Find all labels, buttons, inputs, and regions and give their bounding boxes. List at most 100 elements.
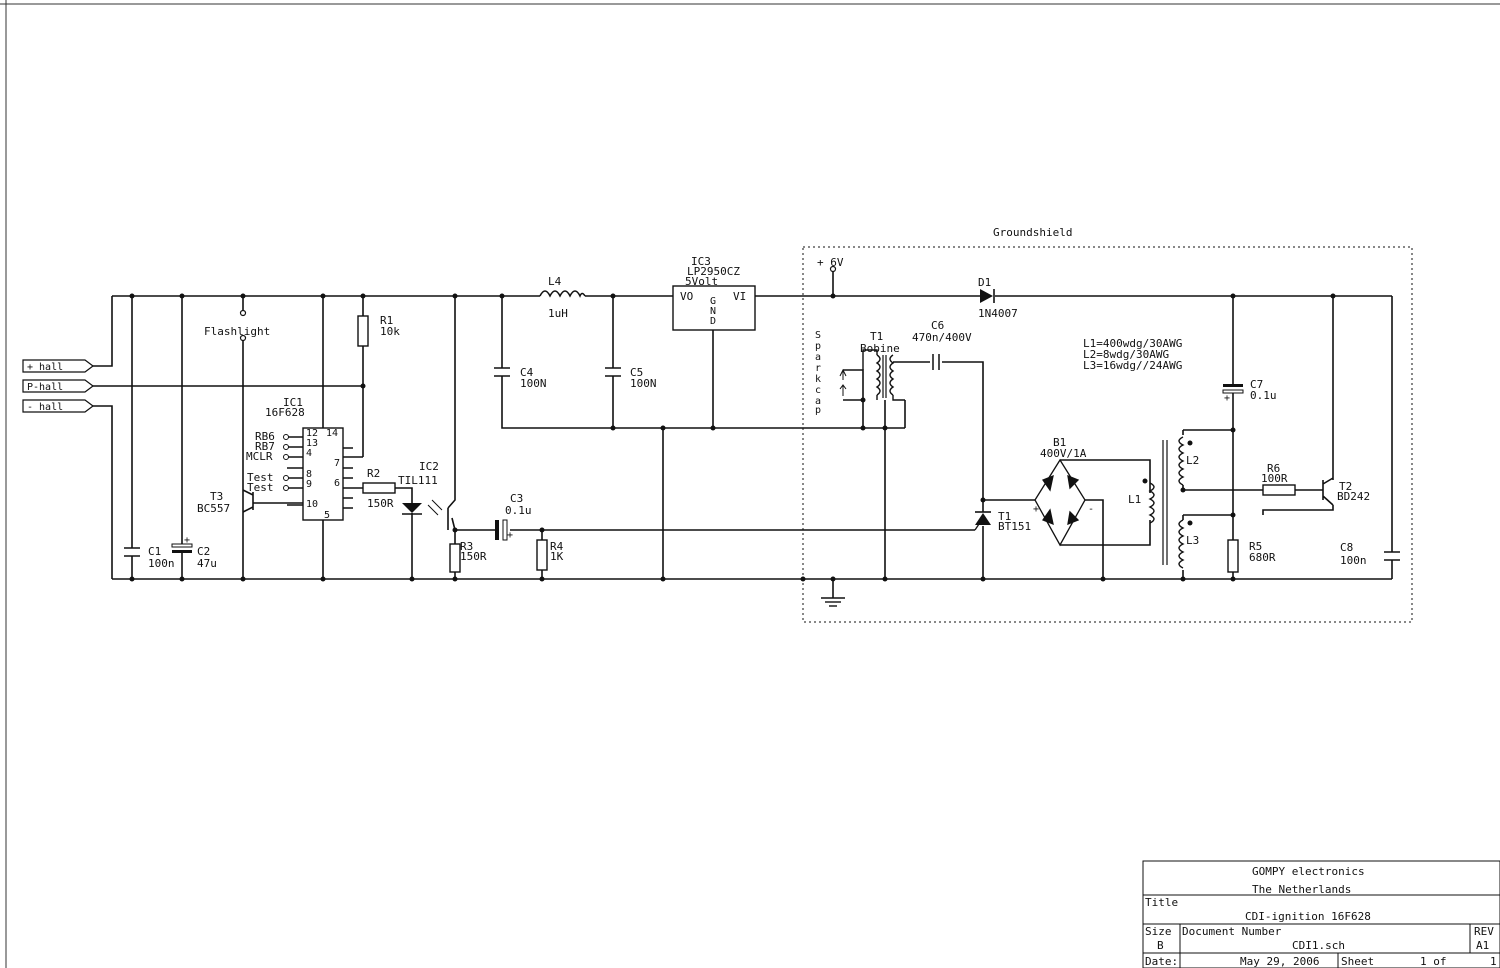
t3-label: T3: [210, 490, 223, 503]
svg-text:C5: C5: [630, 366, 643, 379]
svg-text:+: +: [1224, 393, 1230, 404]
svg-text:1 of: 1 of: [1420, 955, 1447, 968]
svg-text:47u: 47u: [197, 557, 217, 570]
junctions: [129, 293, 1336, 582]
svg-text:R1: R1: [380, 314, 393, 327]
svg-text:100n: 100n: [1340, 554, 1367, 567]
svg-text:+: +: [1033, 504, 1039, 515]
diode-d1: [980, 289, 995, 303]
svg-text:IC1: IC1: [283, 396, 303, 409]
svg-text:BT151: BT151: [998, 520, 1031, 533]
svg-text:100R: 100R: [1261, 472, 1288, 485]
svg-text:150R: 150R: [460, 550, 487, 563]
company-name: GOMPY electronics: [1252, 865, 1365, 878]
svg-text:Test: Test: [247, 471, 274, 484]
svg-text:S: S: [815, 330, 821, 341]
ic1-chip: [302, 427, 344, 521]
svg-text:r: r: [815, 363, 821, 374]
svg-text:100N: 100N: [520, 377, 547, 390]
coil-transformer: [1142, 436, 1193, 569]
svg-text:-: -: [1088, 504, 1094, 515]
connector-p-hall: P-hall: [22, 379, 94, 393]
svg-text:9: 9: [306, 479, 312, 490]
transformer-t1: [862, 349, 905, 401]
svg-text:1N4007: 1N4007: [978, 307, 1018, 320]
svg-text:T1: T1: [998, 510, 1011, 523]
svg-text:L3: L3: [1186, 534, 1199, 547]
groundshield-label: Groundshield: [993, 226, 1072, 239]
svg-text:R4: R4: [550, 540, 564, 553]
svg-text:R3: R3: [460, 540, 473, 553]
bridge-rectifier-b1: [1034, 458, 1086, 547]
ic1-pins: 12 14 13 4 8 9 10 7 6 5: [283, 428, 353, 521]
svg-text:a: a: [815, 396, 821, 407]
svg-text:p: p: [815, 405, 821, 416]
svg-text:P-hall: P-hall: [27, 382, 63, 393]
svg-text:13: 13: [306, 438, 318, 449]
svg-text:G: G: [710, 296, 716, 307]
svg-text:0.1u: 0.1u: [505, 504, 532, 517]
svg-text:0.1u: 0.1u: [1250, 389, 1277, 402]
svg-text:A1: A1: [1476, 939, 1489, 952]
supply-6v-label: + 6V: [817, 256, 844, 269]
svg-text:c: c: [815, 385, 821, 396]
svg-text:100N: 100N: [630, 377, 657, 390]
svg-text:14: 14: [326, 428, 338, 439]
svg-text:C6: C6: [931, 319, 944, 332]
svg-text:B1: B1: [1053, 436, 1066, 449]
svg-text:k: k: [815, 374, 821, 385]
svg-text:1: 1: [1490, 955, 1497, 968]
svg-text:p: p: [815, 341, 821, 352]
svg-text:400V/1A: 400V/1A: [1040, 447, 1087, 460]
svg-text:RB7: RB7: [255, 440, 275, 453]
ground-icon: [821, 597, 845, 607]
svg-text:The Netherlands: The Netherlands: [1252, 883, 1351, 896]
capacitor-c2: +: [171, 535, 193, 553]
svg-text:C2: C2: [197, 545, 210, 558]
groundshield-box: [802, 246, 1413, 623]
svg-text:LP2950CZ: LP2950CZ: [687, 265, 740, 278]
capacitors-c4-c5: [494, 367, 621, 377]
svg-text:REV: REV: [1474, 925, 1494, 938]
svg-text:L2: L2: [1186, 454, 1199, 467]
svg-text:TIL111: TIL111: [398, 474, 438, 487]
svg-text:RB6: RB6: [255, 430, 275, 443]
svg-text:7: 7: [334, 458, 340, 469]
wires: [93, 270, 1393, 598]
svg-text:C7: C7: [1250, 378, 1263, 391]
svg-text:16F628: 16F628: [265, 406, 305, 419]
svg-text:BD242: BD242: [1337, 490, 1370, 503]
svg-text:C3: C3: [510, 492, 523, 505]
connector-plus-hall: + hall: [22, 359, 94, 373]
svg-text:CDI1.sch: CDI1.sch: [1292, 939, 1345, 952]
svg-text:R2: R2: [367, 467, 380, 480]
capacitor-c3: +: [495, 519, 513, 541]
svg-text:VO: VO: [680, 290, 693, 303]
flashlight-label: Flashlight: [204, 325, 270, 338]
svg-text:Size: Size: [1145, 925, 1172, 938]
svg-text:150R: 150R: [367, 497, 394, 510]
capacitor-c6: [932, 354, 940, 370]
sparkcap-label: S p a r k c a p: [815, 330, 821, 416]
svg-text:Date:: Date:: [1145, 955, 1178, 968]
resistor-r2: [362, 482, 396, 494]
svg-text:+ hall: + hall: [27, 362, 63, 373]
ic3-regulator: [672, 285, 756, 331]
svg-text:1uH: 1uH: [548, 307, 568, 320]
resistor-r3: [449, 543, 461, 573]
svg-text:D: D: [710, 316, 716, 327]
svg-text:12: 12: [306, 428, 318, 439]
svg-text:L2=8wdg/30AWG: L2=8wdg/30AWG: [1083, 348, 1169, 361]
svg-text:IC3: IC3: [691, 255, 711, 268]
svg-text:R6: R6: [1267, 462, 1280, 475]
svg-text:5: 5: [324, 510, 330, 521]
svg-text:Title: Title: [1145, 896, 1178, 909]
svg-text:1K: 1K: [550, 550, 564, 563]
resistor-r4: [536, 539, 548, 571]
svg-text:4: 4: [306, 448, 312, 459]
svg-text:- hall: - hall: [27, 402, 63, 413]
svg-text:470n/400V: 470n/400V: [912, 331, 972, 344]
capacitor-c7: +: [1222, 384, 1244, 404]
capacitor-c8: [1384, 551, 1400, 561]
